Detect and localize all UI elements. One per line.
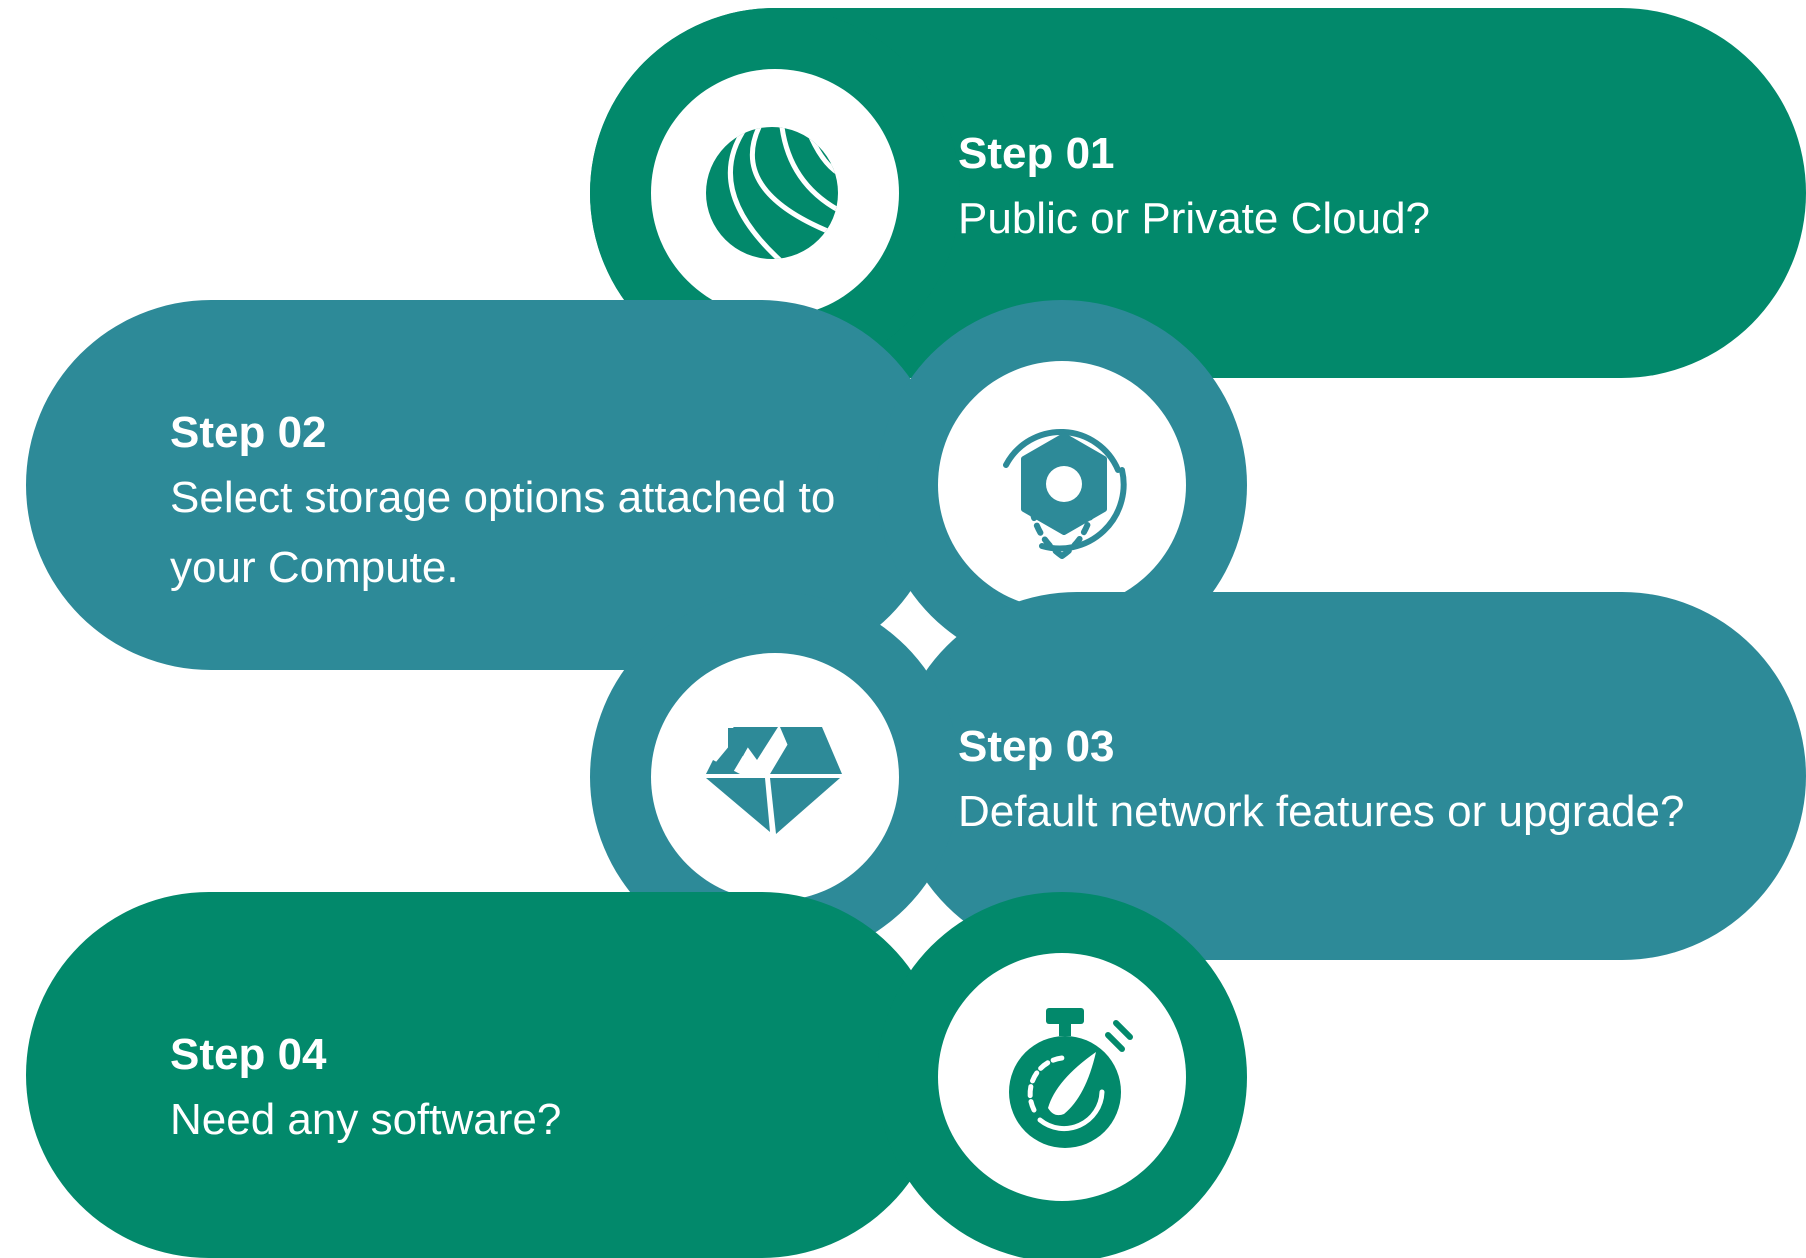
step-02-text: Step 02 Select storage options attached … bbox=[170, 403, 890, 603]
step-02-pill bbox=[26, 300, 944, 670]
step-04-pill bbox=[26, 892, 944, 1258]
step-04-description: Need any software? bbox=[170, 1095, 562, 1144]
step-01-text: Step 01 Public or Private Cloud? bbox=[958, 124, 1430, 254]
step-03-description: Default network features or upgrade? bbox=[958, 787, 1685, 836]
globe-icon bbox=[706, 127, 838, 259]
stopwatch-icon bbox=[1009, 1008, 1133, 1148]
step-04-text: Step 04 Need any software? bbox=[170, 1025, 561, 1155]
step-01-band bbox=[590, 8, 1806, 378]
step-02-title: Step 02 bbox=[170, 408, 327, 457]
step-03-title: Step 03 bbox=[958, 722, 1115, 771]
step-03-pill bbox=[893, 592, 1806, 960]
step-01-description: Public or Private Cloud? bbox=[958, 194, 1431, 243]
step-03-icon-disc bbox=[651, 653, 899, 901]
step-03-band bbox=[590, 592, 1806, 962]
step-01-title: Step 01 bbox=[958, 129, 1115, 178]
step-02-description: Select storage options attached to your … bbox=[170, 473, 836, 592]
diamond-icon bbox=[706, 727, 842, 834]
hex-nut-icon bbox=[1003, 429, 1127, 559]
step-03-text: Step 03 Default network features or upgr… bbox=[958, 717, 1684, 847]
step-04-title: Step 04 bbox=[170, 1030, 327, 1079]
